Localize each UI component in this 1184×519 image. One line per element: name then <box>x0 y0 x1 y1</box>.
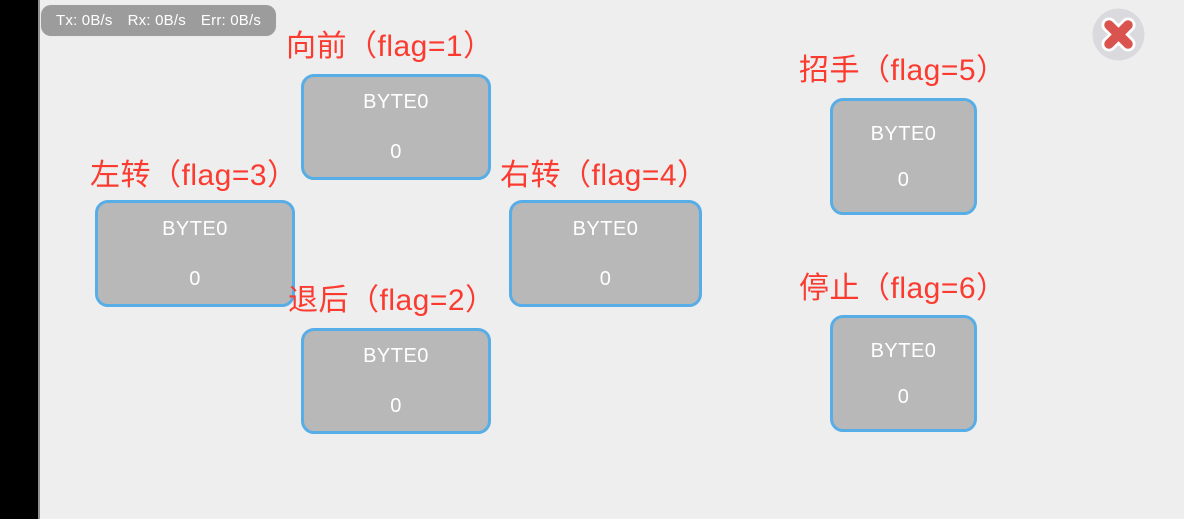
byte-name-label: BYTE0 <box>363 91 429 113</box>
control-label-stop: 停止（flag=6） <box>799 272 1007 305</box>
serial-status-bar: Tx: 0B/s Rx: 0B/s Err: 0B/s <box>40 4 278 37</box>
byte-button-backward[interactable]: BYTE0 0 <box>301 328 491 434</box>
rx-rate-label: Rx: 0B/s <box>127 12 186 29</box>
byte-name-label: BYTE0 <box>870 122 937 145</box>
control-label-wave: 招手（flag=5） <box>799 54 1007 87</box>
byte-value: 0 <box>390 395 402 417</box>
letterbox-bar <box>0 0 40 519</box>
byte-button-wave[interactable]: BYTE0 0 <box>830 98 977 215</box>
byte-value: 0 <box>897 168 910 191</box>
tx-rate-label: Tx: 0B/s <box>56 12 113 29</box>
byte-name-label: BYTE0 <box>162 217 228 240</box>
close-button[interactable] <box>1092 8 1145 61</box>
err-rate-label: Err: 0B/s <box>200 12 262 29</box>
byte-name-label: BYTE0 <box>363 345 429 367</box>
control-label-turn-right: 右转（flag=4） <box>500 159 708 192</box>
byte-name-label: BYTE0 <box>572 217 639 240</box>
byte-value: 0 <box>599 267 612 290</box>
byte-button-stop[interactable]: BYTE0 0 <box>830 315 977 432</box>
byte-button-forward[interactable]: BYTE0 0 <box>301 74 491 180</box>
byte-value: 0 <box>897 385 910 408</box>
control-label-turn-left: 左转（flag=3） <box>90 159 298 192</box>
close-icon <box>1092 8 1145 61</box>
byte-button-turn-left[interactable]: BYTE0 0 <box>95 200 295 307</box>
control-label-forward: 向前（flag=1） <box>286 30 494 63</box>
byte-value: 0 <box>390 141 402 163</box>
control-label-backward: 退后（flag=2） <box>288 284 496 317</box>
byte-name-label: BYTE0 <box>870 339 937 362</box>
byte-button-turn-right[interactable]: BYTE0 0 <box>509 200 702 307</box>
byte-value: 0 <box>189 267 201 290</box>
